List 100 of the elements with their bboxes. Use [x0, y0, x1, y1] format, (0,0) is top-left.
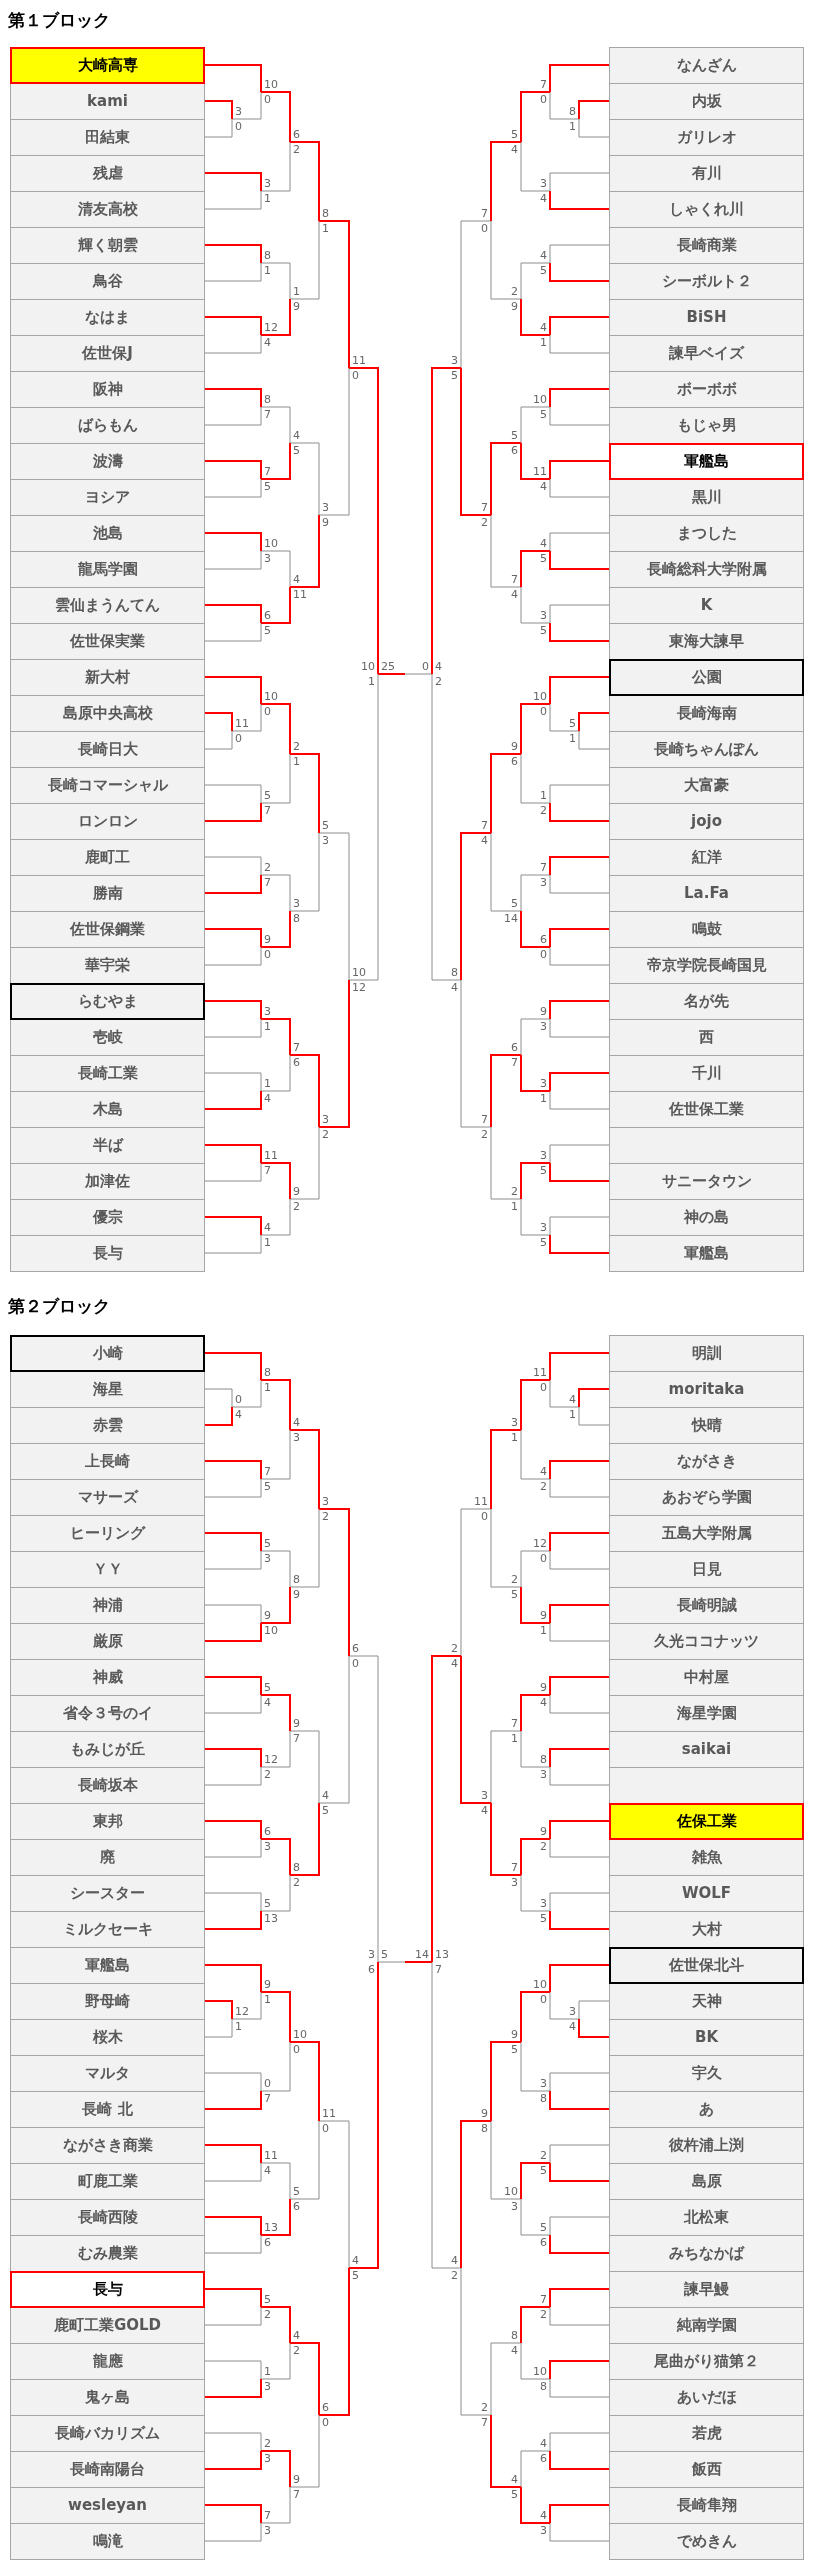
team-name: マサーズ	[77, 1488, 138, 1507]
team-name: kami	[87, 92, 128, 111]
score: 0	[322, 2416, 329, 2429]
score: 5	[511, 2043, 518, 2056]
score: 7	[293, 2488, 300, 2501]
team-name: 田結東	[85, 128, 130, 147]
score: 11	[533, 465, 547, 478]
team-name: jojo	[691, 812, 722, 831]
score: 11	[322, 2107, 336, 2120]
score: 10	[264, 1624, 278, 1637]
score: 3	[322, 1113, 329, 1126]
team-name: BiSH	[686, 308, 727, 327]
team-box	[10, 875, 205, 912]
score: 2	[293, 1200, 300, 1213]
team-name: 廃	[100, 1848, 115, 1867]
team-box	[609, 2307, 804, 2344]
team-box	[10, 155, 205, 192]
team-name: 五島大学附属	[661, 1524, 752, 1543]
score: 3	[540, 1897, 547, 1910]
score: 4	[511, 143, 518, 156]
team-box	[609, 1659, 804, 1696]
team-name: 鳴鼓	[691, 920, 722, 939]
score: 3	[569, 2005, 576, 2018]
team-name: ミルクセーキ	[62, 1920, 153, 1939]
score: 4	[264, 2164, 271, 2177]
score: 5	[264, 789, 271, 802]
score: 1	[569, 732, 576, 745]
score: 2	[481, 516, 488, 529]
score: 7	[540, 861, 547, 874]
score: 5	[540, 1164, 547, 1177]
score: 3	[540, 1768, 547, 1781]
score: 10	[533, 690, 547, 703]
team-name: 華宇栄	[85, 956, 130, 975]
team-box	[609, 1019, 804, 1056]
score: 7	[293, 1732, 300, 1745]
team-name: シーボルト２	[661, 272, 752, 291]
team-name: 鹿町工業GOLD	[53, 2316, 162, 2335]
score: 4	[293, 429, 300, 442]
team-name: 軍艦島	[85, 1956, 130, 1975]
score: 3	[264, 1552, 271, 1565]
score: 3	[235, 105, 242, 118]
team-box	[609, 839, 804, 876]
team-name: あおぞら学園	[661, 1488, 752, 1507]
score: 0	[481, 222, 488, 235]
score: 5	[293, 444, 300, 457]
score: 2	[264, 2308, 271, 2321]
score: 5	[322, 1804, 329, 1817]
score: 9	[511, 2028, 518, 2041]
team-box	[10, 1875, 205, 1912]
team-box	[10, 1127, 205, 1164]
score: 3	[264, 1840, 271, 1853]
team-box	[10, 2019, 205, 2056]
team-name: 久光ココナッツ	[654, 1632, 759, 1651]
score: 1	[540, 336, 547, 349]
team-box	[10, 551, 205, 588]
team-name: 長崎坂本	[77, 1776, 138, 1795]
score: 1	[540, 789, 547, 802]
team-box	[609, 1911, 804, 1948]
score: 1	[322, 222, 329, 235]
score: 2	[264, 2437, 271, 2450]
team-box	[10, 587, 205, 624]
score: 11	[474, 1495, 488, 1508]
score: 4	[264, 336, 271, 349]
team-name: 木島	[92, 1100, 123, 1119]
score: 5	[511, 2488, 518, 2501]
score: 11	[533, 1366, 547, 1379]
score: 4	[511, 2344, 518, 2357]
team-name: 龍馬学園	[77, 560, 138, 579]
team-name: ながさき	[676, 1452, 737, 1471]
score: 6	[368, 1963, 375, 1976]
score: 0	[540, 1552, 547, 1565]
score: 0	[235, 120, 242, 133]
score: 5	[264, 1681, 271, 1694]
team-name: 長崎明誠	[676, 1596, 737, 1615]
team-box	[10, 371, 205, 408]
team-box	[10, 911, 205, 948]
score: 4	[293, 2329, 300, 2342]
score: 1	[264, 1077, 271, 1090]
team-box	[609, 1947, 804, 1984]
score: 5	[540, 1236, 547, 1249]
score: 4	[540, 1465, 547, 1478]
team-name: 紅洋	[691, 848, 722, 867]
team-name: 海星学園	[676, 1704, 737, 1723]
score: 12	[352, 981, 366, 994]
team-name: 雲仙まうんてん	[55, 596, 160, 615]
score: 0	[352, 369, 359, 382]
team-name: 加津佐	[85, 1172, 130, 1191]
score: 9	[293, 1717, 300, 1730]
score: 4	[540, 321, 547, 334]
team-name: ボーボボ	[676, 380, 737, 399]
team-box	[609, 1875, 804, 1912]
team-name: ガリレオ	[676, 128, 737, 147]
score: 11	[352, 354, 366, 367]
team-name: 海星	[92, 1380, 123, 1399]
team-box	[10, 2127, 205, 2164]
team-name: 快晴	[691, 1416, 722, 1435]
team-box	[10, 1407, 205, 1444]
score: 10	[361, 660, 375, 673]
score: 4	[540, 249, 547, 262]
score: 2	[540, 804, 547, 817]
